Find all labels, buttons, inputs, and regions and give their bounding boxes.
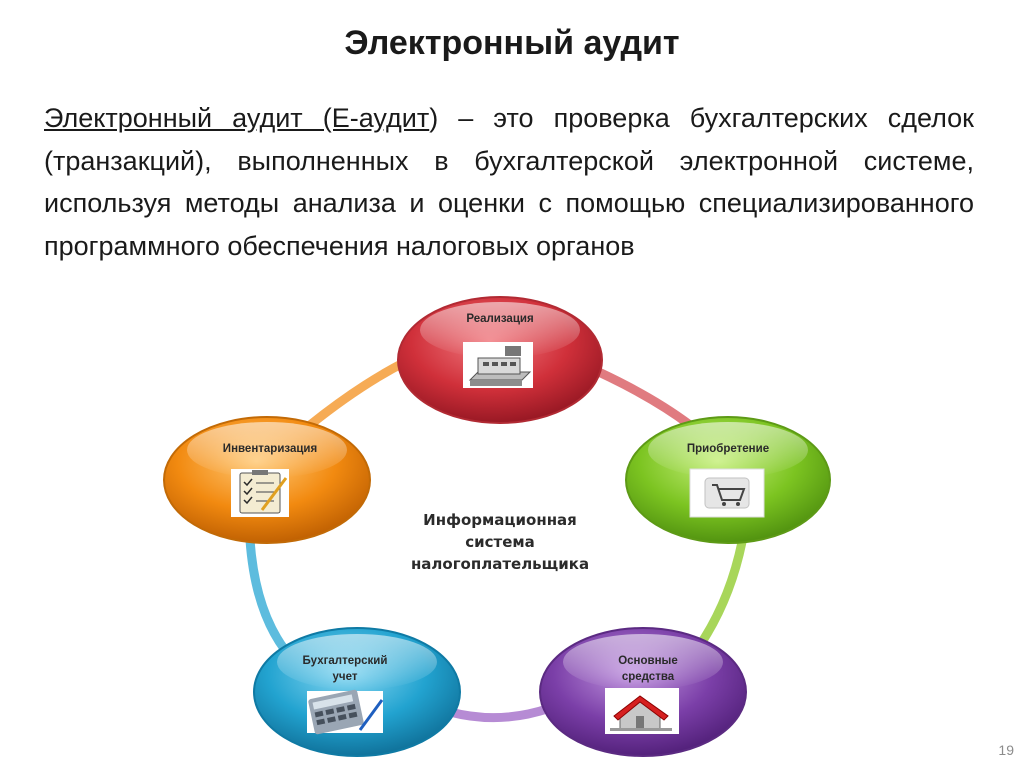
house-icon [605, 688, 679, 734]
node-fixed-assets-label-line-1: Основные [618, 655, 678, 667]
node-inventory-label: Инвентаризация [223, 443, 317, 455]
center-label-line-1: Информационная [423, 511, 577, 529]
page-number: 19 [998, 742, 1014, 758]
checklist-icon [231, 469, 289, 517]
node-accounting-label-line-2: учет [333, 671, 358, 683]
node-fixed-assets[interactable]: Основные средства [539, 627, 747, 757]
connector-acquisition-fixed-assets [695, 537, 747, 650]
node-accounting[interactable]: Бухгалтерский учет [253, 627, 461, 757]
center-label: Информационная система налогоплательщика [411, 511, 589, 573]
center-label-line-3: налогоплательщика [411, 555, 589, 573]
node-acquisition-label: Приобретение [687, 443, 769, 455]
connector-realization-acquisition [585, 363, 695, 430]
node-fixed-assets-label-line-2: средства [622, 671, 675, 683]
connector-fixed-assets-accounting [445, 703, 555, 723]
definition-body: ) – это проверка бухгалтерских сделок (т… [44, 103, 974, 261]
node-accounting-label-line-1: Бухгалтерский [303, 655, 388, 667]
slide-title: Электронный аудит [344, 24, 680, 62]
node-realization[interactable]: Реализация [397, 296, 603, 424]
center-label-line-2: система [465, 533, 535, 551]
shopping-cart-icon [689, 468, 765, 518]
node-realization-label: Реализация [466, 313, 533, 325]
node-acquisition[interactable]: Приобретение [625, 416, 831, 544]
calculator-icon [307, 689, 384, 735]
cash-register-icon [463, 342, 533, 388]
connector-inventory-realization [305, 357, 410, 430]
node-inventory[interactable]: Инвентаризация [163, 416, 371, 544]
definition-text: Электронный аудит (Е-аудит) – это провер… [44, 97, 974, 267]
connector-accounting-inventory [245, 535, 290, 655]
definition-term: Электронный аудит (Е-аудит [44, 103, 430, 133]
